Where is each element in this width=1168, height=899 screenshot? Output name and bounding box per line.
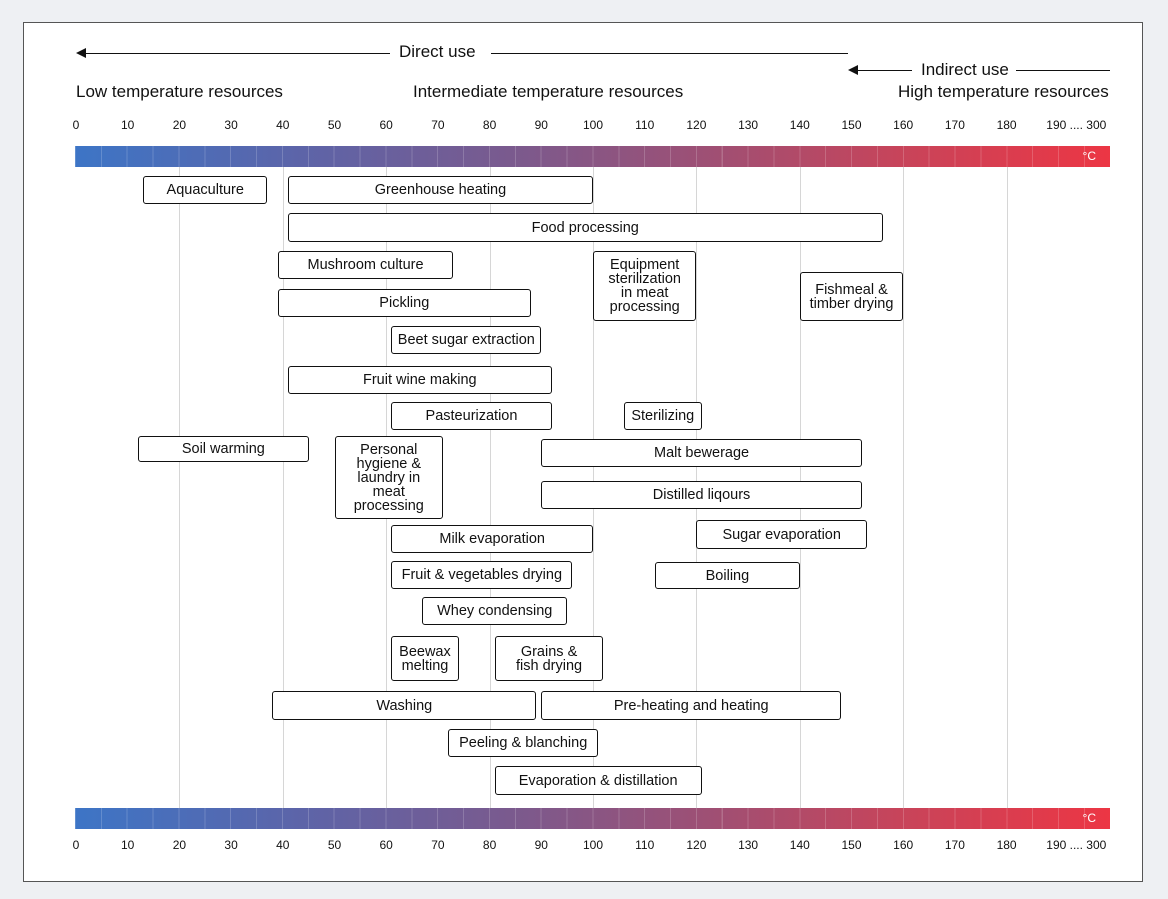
grid-line	[1007, 167, 1008, 808]
axis-tick-label: 30	[224, 118, 238, 132]
application-range-box: Personal hygiene & laundry in meat proce…	[334, 436, 444, 519]
application-range-box: Whey condensing	[422, 597, 568, 625]
axis-tick-label: 90	[534, 838, 548, 852]
celsius-unit-top: °C	[1082, 149, 1096, 163]
axis-tick-label: 110	[635, 118, 655, 132]
temperature-bar-ticks	[75, 808, 1110, 829]
grid-line	[903, 167, 904, 808]
axis-tick-label: 70	[431, 118, 445, 132]
axis-tick-label: 20	[172, 118, 187, 132]
axis-tick-label: 140	[789, 838, 810, 852]
axis-tick-label: 110	[635, 838, 655, 852]
axis-tick-label: 50	[327, 118, 342, 132]
temperature-bar-top: °C	[75, 146, 1110, 167]
application-range-box: Sugar evaporation	[696, 520, 867, 549]
application-range-box: Beet sugar extraction	[391, 326, 542, 354]
axis-tick-label: 160	[893, 118, 914, 132]
axis-tick-label: 130	[738, 118, 759, 132]
application-range-box: Greenhouse heating	[287, 176, 593, 204]
axis-tick-label: 40	[276, 118, 290, 132]
application-range-box: Milk evaporation	[391, 525, 593, 553]
axis-tick-label: 120	[686, 118, 707, 132]
axis-tick-label: 20	[172, 838, 187, 852]
application-range-box: Evaporation & distillation	[494, 766, 702, 795]
axis-tick-label: 0	[72, 838, 80, 852]
axis-tick-label: 0	[72, 118, 80, 132]
high-temperature-label: High temperature resources	[898, 82, 1109, 101]
axis-tick-label: 180	[996, 118, 1017, 132]
application-range-box: Malt bewerage	[541, 439, 862, 467]
application-range-box: Aquaculture	[143, 176, 268, 204]
axis-tick-label: 190 .... 300	[1046, 118, 1107, 132]
axis-tick-label: 170	[944, 838, 965, 852]
indirect-use-line-right	[1016, 70, 1110, 71]
axis-tick-label: 150	[841, 838, 862, 852]
grid-line	[283, 167, 284, 808]
application-range-box: Soil warming	[138, 436, 309, 462]
axis-tick-label: 150	[841, 118, 862, 132]
axis-tick-label: 100	[582, 838, 604, 852]
axis-tick-label: 70	[431, 838, 445, 852]
indirect-use-label: Indirect use	[921, 60, 1009, 79]
application-range-box: Food processing	[287, 213, 883, 242]
application-range-box: Sterilizing	[624, 402, 702, 430]
direct-use-arrowhead	[76, 48, 86, 58]
application-range-box: Fruit wine making	[287, 366, 552, 394]
direct-use-line-left	[84, 53, 390, 54]
application-range-box: Pre-heating and heating	[541, 691, 842, 720]
application-range-box: Boiling	[655, 562, 800, 589]
axis-tick-label: 100	[582, 118, 604, 132]
axis-tick-label: 80	[482, 118, 497, 132]
axis-tick-label: 170	[944, 118, 965, 132]
low-temperature-label: Low temperature resources	[76, 82, 283, 101]
temperature-bar-ticks	[75, 146, 1110, 167]
axis-tick-label: 140	[789, 118, 810, 132]
application-range-box: Beewax melting	[391, 636, 459, 681]
axis-tick-label: 160	[893, 838, 914, 852]
axis-tick-label: 10	[121, 118, 135, 132]
application-range-box: Peeling & blanching	[448, 729, 599, 757]
axis-tick-label: 80	[482, 838, 497, 852]
grid-line	[179, 167, 180, 808]
grid-line	[490, 167, 491, 808]
application-range-box: Pasteurization	[391, 402, 552, 430]
direct-use-label: Direct use	[399, 42, 476, 61]
application-range-box: Fishmeal & timber drying	[799, 272, 904, 321]
application-range-box: Washing	[272, 691, 537, 720]
indirect-use-arrowhead	[848, 65, 858, 75]
application-range-box: Mushroom culture	[277, 251, 454, 279]
temperature-bar-bottom: °C	[75, 808, 1110, 829]
application-range-box: Fruit & vegetables drying	[391, 561, 573, 589]
axis-tick-label: 10	[121, 838, 135, 852]
direct-use-line-right	[491, 53, 848, 54]
application-range-box: Equipment sterilization in meat processi…	[593, 251, 697, 321]
indirect-use-line-left	[856, 70, 912, 71]
axis-tick-label: 190 .... 300	[1046, 838, 1107, 852]
application-range-box: Grains & fish drying	[494, 636, 604, 681]
axis-tick-label: 60	[379, 118, 393, 132]
application-range-box: Distilled liqours	[541, 481, 862, 509]
axis-tick-label: 50	[327, 838, 342, 852]
axis-tick-label: 180	[996, 838, 1017, 852]
axis-tick-label: 40	[276, 838, 290, 852]
axis-tick-label: 120	[686, 838, 707, 852]
celsius-unit-bottom: °C	[1082, 811, 1096, 825]
axis-tick-label: 90	[534, 118, 548, 132]
intermediate-temperature-label: Intermediate temperature resources	[413, 82, 684, 101]
application-range-box: Pickling	[277, 289, 531, 317]
axis-tick-label: 60	[379, 838, 393, 852]
axis-tick-label: 30	[224, 838, 238, 852]
axis-tick-label: 130	[738, 838, 759, 852]
